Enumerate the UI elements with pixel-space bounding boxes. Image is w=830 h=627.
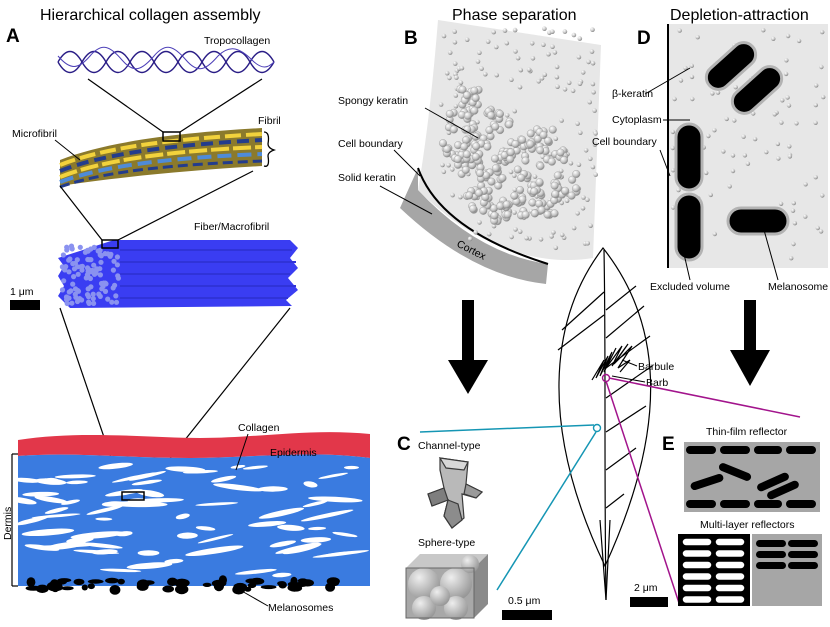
label-thin-film: Thin-film reflector: [706, 426, 788, 438]
label-epidermis: Epidermis: [270, 447, 317, 459]
connector-lines-cyan: [419, 424, 597, 591]
leader-bkeratin: [644, 67, 691, 95]
leader-spongy: [424, 107, 479, 139]
label-scale-2um: 2 μm: [634, 582, 658, 594]
label-solid-keratin: Solid keratin: [338, 172, 396, 184]
leader-cellb-b: [393, 149, 421, 177]
title-d: Depletion-attraction: [670, 7, 809, 24]
depletion-cell: [667, 24, 828, 268]
label-microfibril: Microfibril: [12, 128, 57, 140]
arrow-b-to-c: [448, 300, 488, 394]
connector-lines-magenta: [605, 377, 801, 607]
label-dermis: Dermis: [2, 507, 14, 540]
label-barbule: Barbule: [638, 361, 674, 373]
leader-excluded: [683, 253, 691, 281]
multi-layer-solid: [752, 534, 822, 606]
label-fibril: Fibril: [258, 115, 281, 127]
fibril: [59, 128, 263, 189]
scale-bar-05um: [502, 610, 552, 620]
panel-label-d: D: [637, 28, 651, 49]
leader-collagen: [235, 433, 249, 471]
label-melanosome: Melanosome: [768, 281, 828, 293]
leader-barbule: [621, 359, 638, 367]
label-collagen: Collagen: [238, 422, 280, 434]
feather: [557, 247, 653, 601]
label-tropocollagen: Tropocollagen: [204, 35, 270, 47]
leader-solid: [379, 185, 433, 215]
panel-label-e: E: [662, 434, 675, 455]
leader-melanosome: [763, 229, 779, 281]
arrow-d-to-e: [730, 300, 770, 386]
title-a: Hierarchical collagen assembly: [40, 7, 261, 24]
fibril-brace: [263, 131, 277, 167]
label-melanosomes: Melanosomes: [268, 602, 333, 614]
panel-label-b: B: [404, 28, 418, 49]
label-multi-layer: Multi-layer reflectors: [700, 519, 795, 531]
label-cell-boundary-b: Cell boundary: [338, 138, 404, 150]
label-excluded-volume: Excluded volume: [650, 281, 730, 293]
dermis-bracket: [11, 453, 18, 587]
label-beta-keratin: β-keratin: [612, 88, 653, 100]
fiber-macrofibril: [58, 239, 298, 308]
label-scale-1um: 1 μm: [10, 286, 34, 298]
phase-separation-cell: [400, 20, 601, 284]
label-cytoplasm: Cytoplasm: [612, 114, 662, 126]
channel-type-structure: [427, 457, 484, 529]
leader-microfibril: [54, 139, 81, 161]
label-scale-05um: 0.5 μm: [508, 595, 541, 607]
label-channel-type: Channel-type: [418, 440, 481, 452]
sphere-type-structure: [405, 554, 488, 620]
leader-barb: [611, 375, 646, 383]
leader-cellb-d: [659, 149, 671, 177]
skin-section: [8, 432, 370, 595]
tropocollagen-helix: [57, 46, 275, 74]
label-spongy-keratin: Spongy keratin: [338, 95, 408, 107]
label-fiber-macrofibril: Fiber/Macrofibril: [194, 221, 269, 233]
label-cell-boundary-d: Cell boundary: [592, 136, 658, 148]
panel-label-a: A: [6, 26, 20, 47]
title-b: Phase separation: [452, 7, 577, 24]
scale-bar-2um: [630, 597, 668, 607]
zoom-lines-top: [87, 78, 263, 133]
leader-melanosomes: [239, 589, 269, 607]
multi-layer-hollow: [678, 534, 750, 606]
scale-bar-1um: [10, 300, 40, 310]
panel-label-c: C: [397, 434, 411, 455]
zoom-lines-mid: [59, 170, 254, 241]
label-sphere-type: Sphere-type: [418, 537, 475, 549]
thin-film-reflector: [684, 442, 820, 512]
